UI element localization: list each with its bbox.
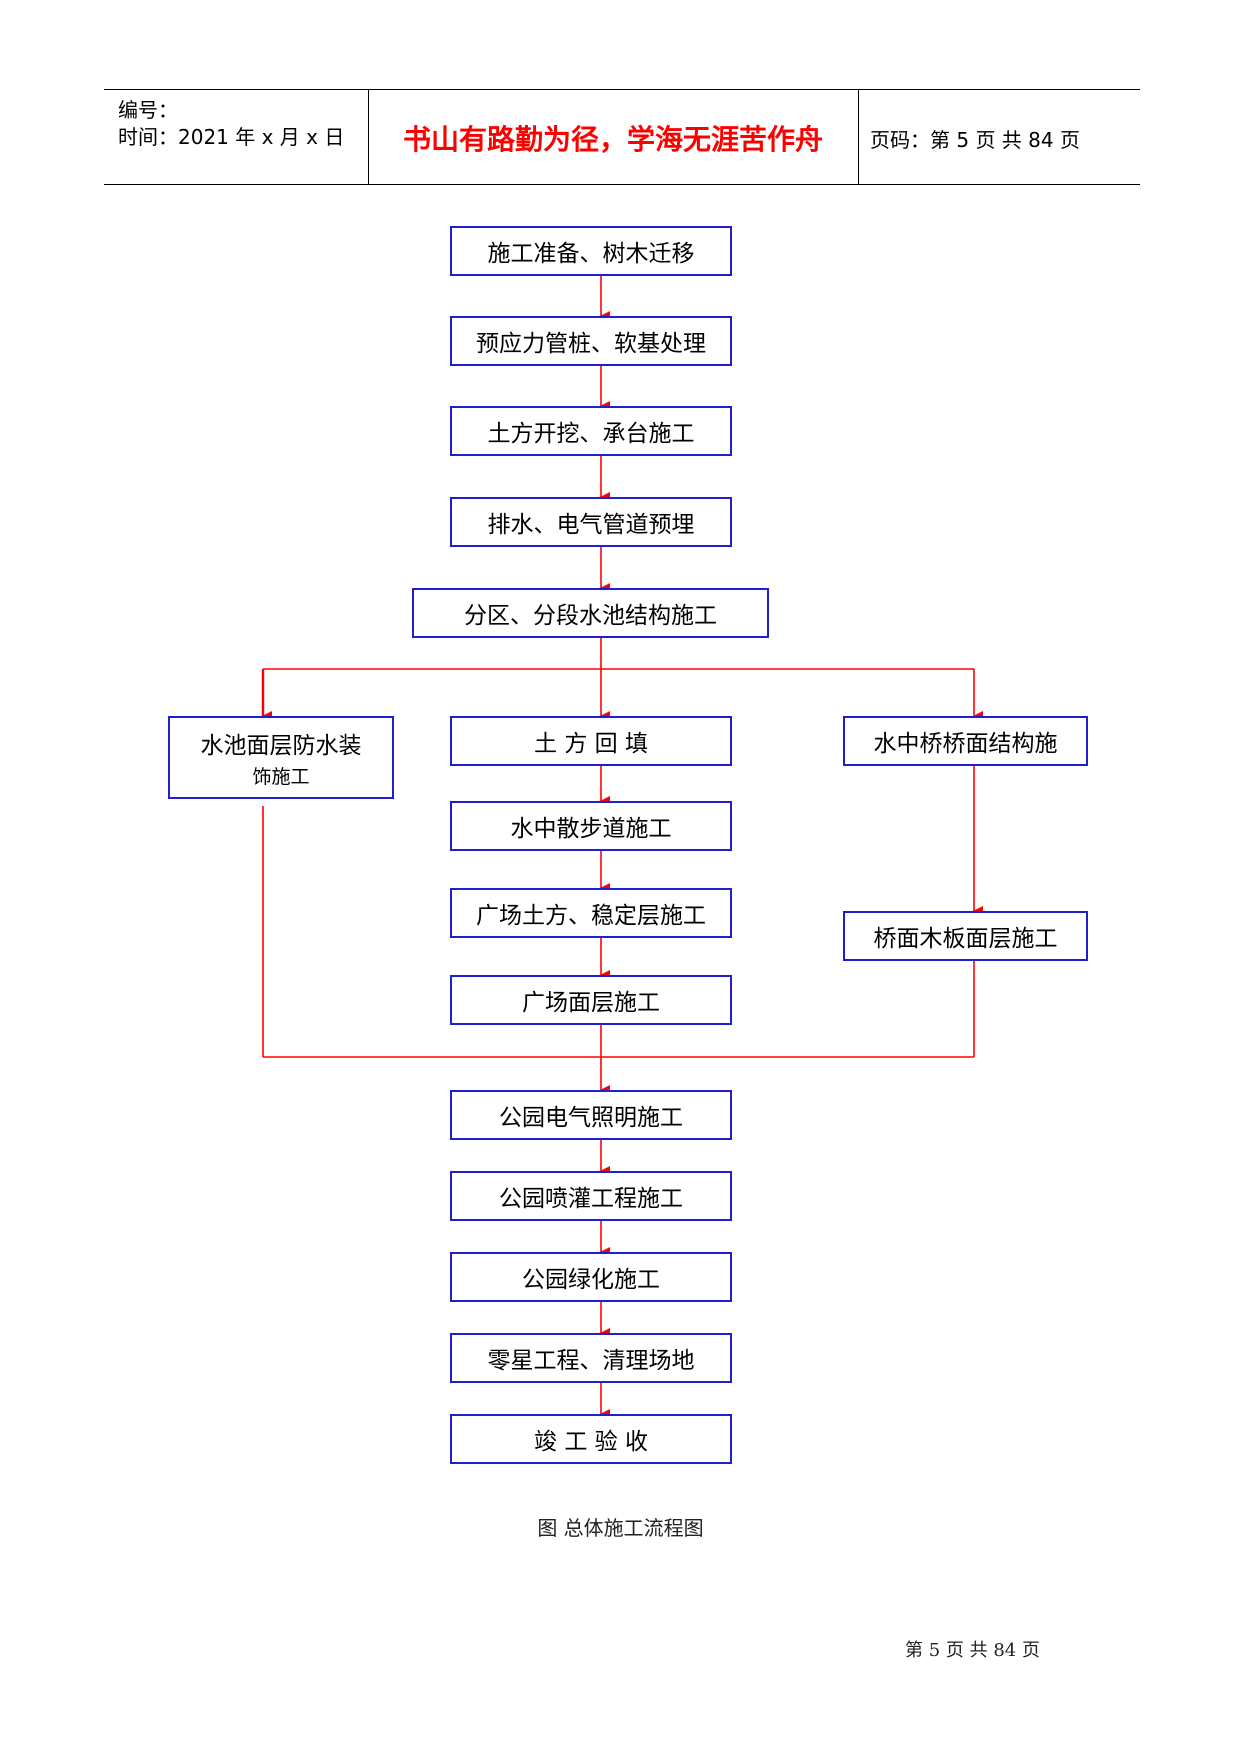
step-electrical-lighting: 公园电气照明施工 <box>450 1090 732 1140</box>
page-footer: 第 5 页 共 84 页 <box>905 1640 1040 1661</box>
step-backfill: 土 方 回 填 <box>450 716 732 766</box>
step-excavation-cap: 土方开挖、承台施工 <box>450 406 732 456</box>
header-page-info: 页码：第 5 页 共 84 页 <box>870 128 1080 152</box>
step-bridge-wood-surface: 桥面木板面层施工 <box>843 911 1088 961</box>
step-acceptance: 竣 工 验 收 <box>450 1414 732 1464</box>
figure-caption: 图 总体施工流程图 <box>537 1516 704 1540</box>
step-bridge-deck-structure: 水中桥桥面结构施 <box>843 716 1088 766</box>
step-plaza-stabilization: 广场土方、稳定层施工 <box>450 888 732 938</box>
step-pool-structure: 分区、分段水池结构施工 <box>412 588 769 638</box>
document-header: 编号： 时间：2021 年 x 月 x 日 书山有路勤为径，学海无涯苦作舟 页码… <box>104 89 1140 185</box>
step-pool-waterproof-finish: 水池面层防水装 饰施工 <box>168 716 394 799</box>
header-motto-cell: 书山有路勤为径，学海无涯苦作舟 <box>368 90 859 184</box>
step-irrigation: 公园喷灌工程施工 <box>450 1171 732 1221</box>
step-site-preparation: 施工准备、树木迁移 <box>450 226 732 276</box>
step-drainage-pipes: 排水、电气管道预埋 <box>450 497 732 547</box>
header-motto: 书山有路勤为径，学海无涯苦作舟 <box>402 123 823 156</box>
header-meta-cell: 编号： 时间：2021 年 x 月 x 日 <box>104 90 369 184</box>
document-number-label: 编号： <box>118 98 178 122</box>
header-page-cell: 页码：第 5 页 共 84 页 <box>858 90 1140 184</box>
step-piles-soft-foundation: 预应力管桩、软基处理 <box>450 316 732 366</box>
step-pool-waterproof-line1: 水池面层防水装 <box>200 733 362 759</box>
step-pool-waterproof-line2: 饰施工 <box>252 766 310 788</box>
step-greening: 公园绿化施工 <box>450 1252 732 1302</box>
step-cleanup: 零星工程、清理场地 <box>450 1333 732 1383</box>
document-time-label: 时间：2021 年 x 月 x 日 <box>118 125 345 149</box>
step-plaza-surface: 广场面层施工 <box>450 975 732 1025</box>
step-water-walkway: 水中散步道施工 <box>450 801 732 851</box>
